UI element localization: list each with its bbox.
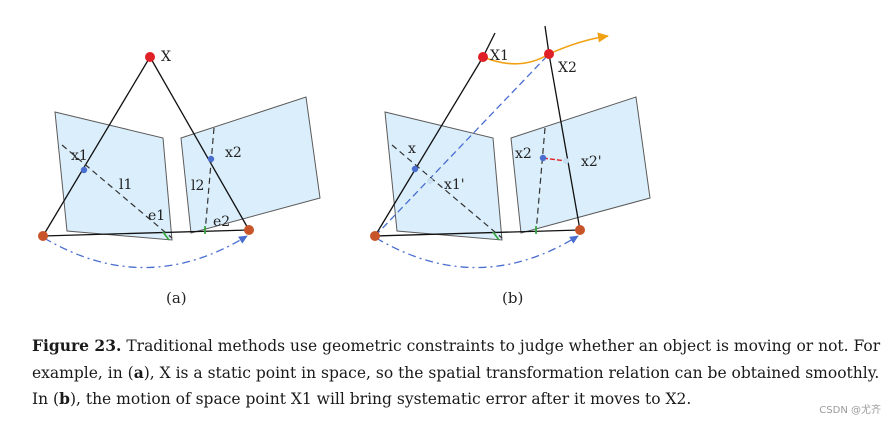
label-x1: x1 <box>71 148 88 164</box>
epipolar-line-left-b <box>391 144 503 239</box>
epipolar-line-l2 <box>204 127 215 234</box>
camera-motion-arc-b <box>375 235 579 269</box>
figure-illustration: X x1 x2 l1 l2 e1 e2 (a) <box>38 25 651 307</box>
caption-label: Figure 23. <box>32 336 122 355</box>
label-X1: X1 <box>490 48 509 64</box>
caption-ref-b: b <box>59 389 70 408</box>
image-point-x2-prime <box>563 158 569 164</box>
ray-c1-X1 <box>374 56 484 237</box>
label-X2: X2 <box>558 60 577 76</box>
label-x: x <box>408 141 416 157</box>
ray-c1-X2 <box>374 53 550 237</box>
epipole-mark-left-b <box>492 231 500 241</box>
epipolar-line-l1 <box>61 144 173 239</box>
panel-a: X x1 x2 l1 l2 e1 e2 (a) <box>38 49 321 307</box>
caption-text-2: ), X is a static point in space, so the … <box>32 363 880 409</box>
camera-center-left-a <box>38 231 48 241</box>
image-plane-left-b <box>384 111 503 241</box>
ray-c1-x <box>42 56 151 237</box>
label-x2: x2 <box>225 145 242 161</box>
camera-center-left-b <box>370 231 380 241</box>
label-l2: l2 <box>191 178 204 194</box>
ray-c2-X2 <box>548 53 581 231</box>
camera-center-right-b <box>575 225 585 235</box>
image-plane-left-a <box>54 111 173 241</box>
camera-motion-arc-a <box>43 235 248 269</box>
image-point-x2 <box>207 155 215 163</box>
baseline-a <box>42 229 250 237</box>
image-point-x <box>411 165 419 173</box>
camera-center-right-a <box>244 225 254 235</box>
sublabel-b: (b) <box>502 289 523 307</box>
label-e1: e1 <box>148 208 165 224</box>
image-point-x1 <box>80 166 88 174</box>
world-point-X2 <box>544 49 554 59</box>
reprojection-error-segment <box>542 157 567 162</box>
world-point-X <box>145 52 155 62</box>
label-x2: x2 <box>515 146 532 162</box>
epipolar-line-right-b <box>535 127 546 234</box>
label-x1-prime: x1' <box>444 177 465 193</box>
caption-text-1: Traditional methods use geometric constr… <box>32 337 881 382</box>
baseline-b <box>374 229 581 237</box>
image-point-x2 <box>539 154 547 162</box>
caption-text-3: ), the motion of space point X1 will bri… <box>69 390 692 408</box>
label-l1: l1 <box>119 177 132 193</box>
panel-b: X1 X2 x x1' x2 x2' (b) <box>370 25 651 307</box>
epipole-mark-e1 <box>162 231 170 241</box>
sublabel-a: (a) <box>166 289 187 307</box>
world-point-X1 <box>478 52 488 62</box>
label-X: X <box>161 49 171 65</box>
label-x2-prime: x2' <box>581 154 602 170</box>
label-e2: e2 <box>213 214 230 230</box>
ray-c2-x <box>149 56 250 231</box>
image-plane-right-b <box>510 96 651 234</box>
caption-ref-a: a <box>133 362 144 382</box>
watermark: CSDN @尤齐 <box>819 405 881 416</box>
image-plane-right-a <box>180 96 321 234</box>
image-point-x1-prime <box>427 178 433 184</box>
figure-caption: Figure 23. Traditional methods use geome… <box>32 333 882 413</box>
